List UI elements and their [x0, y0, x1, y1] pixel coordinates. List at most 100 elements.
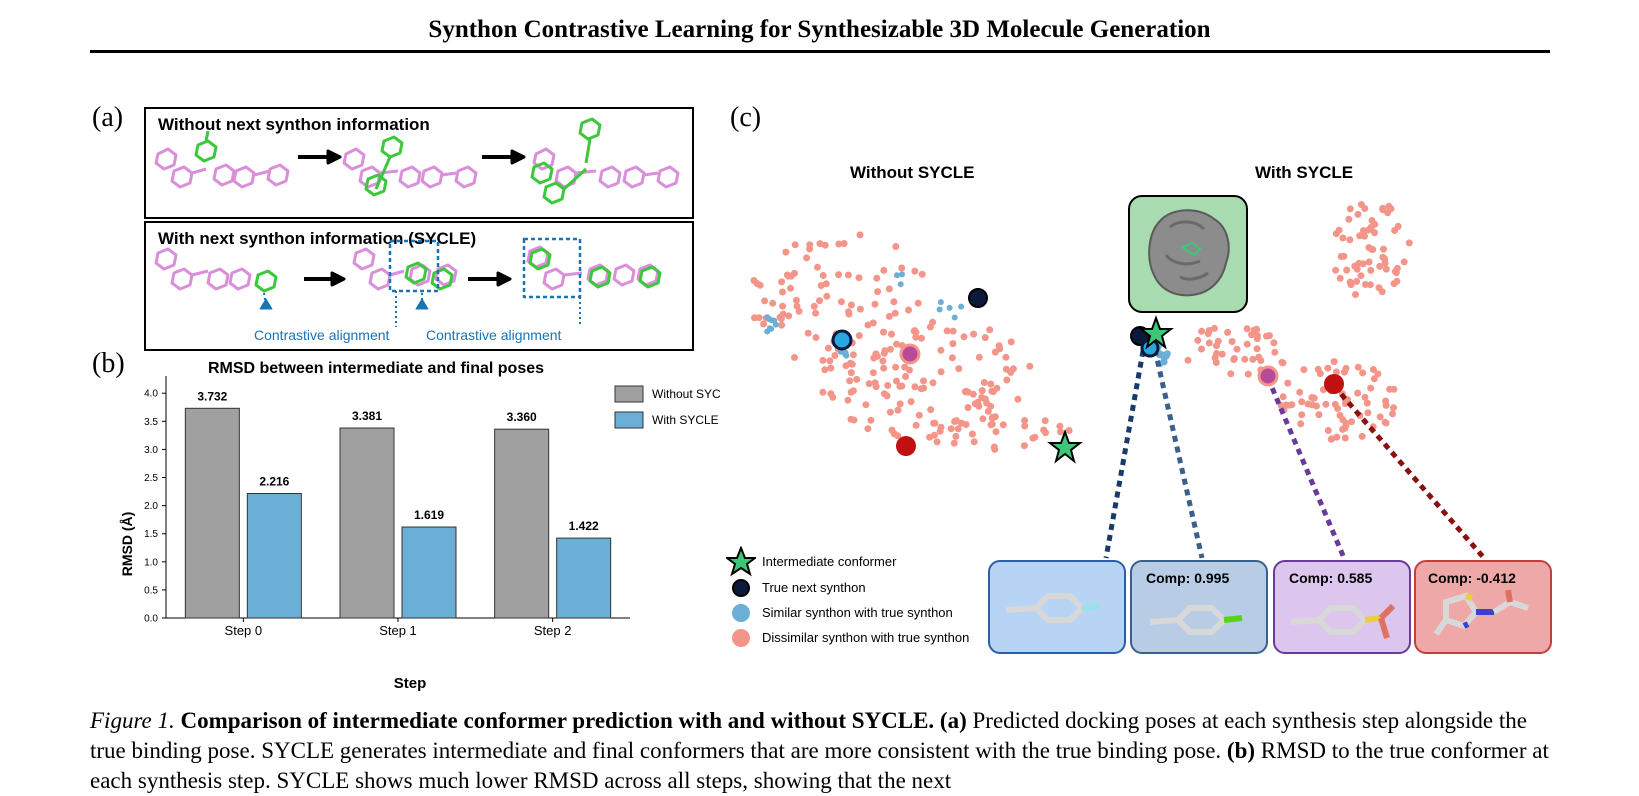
scatter-point — [779, 302, 787, 310]
y-tick-label: 1.5 — [144, 529, 158, 540]
scatter-point — [1057, 428, 1064, 436]
scatter-point — [842, 349, 849, 356]
scatter-point — [1297, 420, 1305, 428]
scatter-point — [769, 299, 777, 307]
ligand-pose-sycle-3 — [526, 245, 660, 291]
synthon-pose-sycle-1 — [254, 269, 278, 293]
scatter-point — [880, 328, 887, 336]
scatter-point — [879, 357, 887, 365]
scatter-point — [1241, 355, 1249, 363]
scatter-point — [1348, 418, 1355, 426]
scatter-point — [806, 241, 814, 249]
scatter-point — [918, 270, 926, 278]
scatter-point — [835, 271, 843, 279]
synthon-embedding-scatter — [750, 201, 1486, 560]
scatter-point — [1041, 417, 1049, 425]
intermediate-star-left — [1047, 429, 1083, 464]
legend-dissimilar-synthon: Dissimilar synthon with true synthon — [762, 630, 970, 645]
scatter-point — [891, 309, 899, 317]
scatter-point — [867, 416, 875, 424]
scatter-point — [760, 320, 768, 328]
scatter-point — [845, 308, 852, 316]
scatter-point — [779, 288, 786, 296]
scatter-point — [880, 349, 888, 357]
scatter-point — [964, 404, 972, 411]
scatter-point — [880, 390, 888, 398]
scatter-point — [892, 243, 900, 250]
scatter-point — [1308, 401, 1316, 409]
caption-label-b: (b) — [1226, 738, 1256, 763]
scatter-point — [952, 417, 960, 425]
scatter-point — [864, 425, 872, 433]
scatter-point — [896, 400, 904, 408]
scatter-point — [899, 271, 905, 278]
scatter-point — [1390, 280, 1398, 288]
scatter-point — [1342, 364, 1350, 372]
scatter-point — [792, 296, 800, 304]
scatter-point — [778, 321, 786, 329]
thiazole-amide-structure-icon — [1433, 589, 1529, 636]
scatter-point — [947, 425, 955, 433]
figure-label: Figure 1. — [90, 708, 175, 733]
scatter-point — [1009, 365, 1017, 373]
scatter-point — [911, 383, 919, 391]
scatter-point — [1380, 245, 1387, 253]
scatter-point — [1379, 253, 1387, 261]
scatter-point — [969, 390, 977, 398]
red-synthon-marker-right — [1324, 374, 1344, 394]
scatter-point — [1332, 368, 1340, 376]
scatter-point — [880, 364, 888, 372]
scatter-point — [1314, 365, 1322, 373]
scatter-point — [948, 354, 956, 362]
scatter-point — [886, 408, 894, 416]
scatter-point — [871, 300, 879, 308]
scatter-point — [955, 365, 963, 373]
scatter-point — [1379, 204, 1387, 212]
contrastive-alignment-label-1: Contrastive alignment — [254, 327, 390, 343]
scatter-point — [849, 387, 857, 395]
synthon-pose-3 — [530, 117, 602, 205]
scatter-point — [893, 340, 901, 348]
sulfonyl-phenyl-structure-icon — [1290, 603, 1396, 639]
scatter-point — [1374, 370, 1382, 378]
panel-a-top-title: Without next synthon information — [158, 115, 430, 134]
scatter-point — [1270, 339, 1278, 347]
scatter-point — [888, 330, 895, 338]
y-axis-label: RMSD (Å) — [119, 512, 135, 577]
legend-label-0: Without SYCLE — [652, 387, 720, 401]
with-sycle-title: With SYCLE — [1255, 163, 1354, 182]
scatter-point — [885, 285, 893, 293]
scatter-point — [1376, 413, 1384, 421]
scatter-point — [918, 334, 925, 342]
scatter-point — [772, 321, 779, 328]
scatter-point — [960, 333, 968, 341]
scatter-point — [1298, 411, 1306, 419]
scatter-point — [1205, 339, 1213, 347]
scatter-point — [812, 309, 820, 317]
synthon-inset-purple: Comp: 0.585 — [1273, 560, 1411, 654]
scatter-point — [915, 411, 923, 419]
x-axis-label: Step — [394, 675, 427, 692]
scatter-point — [846, 377, 854, 385]
similar-synthon-marker-left — [831, 329, 853, 351]
scatter-point — [1359, 369, 1367, 377]
scatter-point — [1364, 409, 1372, 417]
bar-value-label: 2.216 — [259, 474, 289, 488]
scatter-point — [987, 380, 995, 388]
scatter-point — [816, 297, 823, 305]
scatter-point — [962, 387, 970, 395]
scatter-point — [1003, 376, 1011, 384]
scatter-point — [1346, 205, 1354, 213]
scatter-point — [917, 385, 925, 393]
ligand-pose-2 — [342, 147, 478, 189]
scatter-point — [823, 292, 831, 300]
scatter-point — [787, 284, 794, 292]
scatter-point — [840, 240, 848, 247]
scatter-point — [804, 329, 812, 337]
scatter-point — [1361, 393, 1369, 401]
bar-without-sycle-step-1 — [339, 427, 395, 619]
scatter-point — [847, 301, 855, 309]
scatter-point — [1279, 393, 1287, 401]
scatter-point — [898, 264, 906, 272]
scatter-point — [782, 248, 790, 256]
